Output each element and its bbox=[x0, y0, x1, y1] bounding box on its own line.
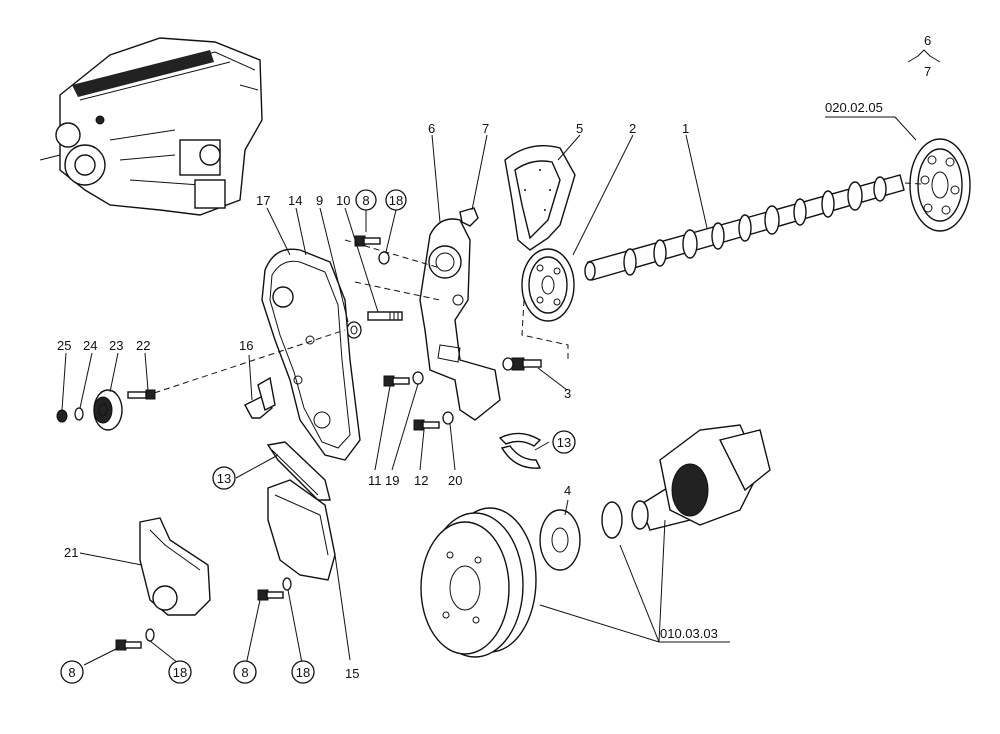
bolt-lower-mid[interactable] bbox=[257, 589, 284, 601]
callout-7: 7 bbox=[482, 121, 489, 136]
callout-6: 6 bbox=[428, 121, 435, 136]
callout-2: 2 bbox=[629, 121, 636, 136]
page-indicator-bottom: 7 bbox=[924, 64, 931, 79]
washer-top[interactable] bbox=[378, 251, 390, 265]
leader-lines bbox=[61, 116, 917, 666]
ref-crankshaft-group: 010.03.03 bbox=[660, 626, 718, 641]
bolt-top[interactable] bbox=[354, 235, 381, 247]
callout-8-bottom-left: 8 bbox=[68, 665, 75, 680]
circle-18-bottom-left bbox=[168, 660, 192, 684]
crankshaft-pulley[interactable] bbox=[420, 507, 537, 658]
crankshaft-sprocket[interactable] bbox=[539, 509, 581, 571]
callout-11: 11 bbox=[368, 473, 382, 488]
page-indicator: 6 7 bbox=[907, 33, 941, 79]
washer-lower-mid[interactable] bbox=[282, 577, 292, 591]
callout-13-left: 13 bbox=[217, 471, 231, 486]
timing-belt[interactable] bbox=[504, 145, 576, 251]
bolt-lower-left[interactable] bbox=[115, 639, 142, 651]
callout-12: 12 bbox=[414, 473, 428, 488]
bolt-12[interactable] bbox=[413, 419, 440, 431]
camshaft-sprocket[interactable] bbox=[521, 248, 575, 322]
front-timing-cover[interactable] bbox=[261, 248, 361, 461]
callout-8-bottom-mid: 8 bbox=[241, 665, 248, 680]
sprocket-bolt[interactable] bbox=[502, 357, 542, 371]
pulley-nut[interactable] bbox=[56, 409, 68, 423]
circle-13-right bbox=[552, 430, 576, 454]
callout-18-bottom-left: 18 bbox=[173, 665, 187, 680]
pulley-washer[interactable] bbox=[74, 407, 84, 421]
circle-18-bottom-mid bbox=[291, 660, 315, 684]
callout-labels: 1 2 3 4 5 6 7 9 10 11 12 14 15 16 17 19 … bbox=[57, 100, 883, 681]
callout-3: 3 bbox=[564, 386, 571, 401]
crankshaft[interactable] bbox=[631, 424, 771, 531]
callout-19: 19 bbox=[385, 473, 399, 488]
callout-22: 22 bbox=[136, 338, 150, 353]
circle-18-top bbox=[385, 189, 407, 211]
callout-4: 4 bbox=[564, 483, 571, 498]
crank-flange[interactable] bbox=[601, 501, 623, 539]
callout-18-top: 18 bbox=[389, 193, 403, 208]
spacer-nut[interactable] bbox=[346, 321, 362, 339]
circle-8-top bbox=[355, 189, 377, 211]
callout-9: 9 bbox=[316, 193, 323, 208]
seal-strip[interactable] bbox=[266, 441, 331, 501]
callout-14: 14 bbox=[288, 193, 302, 208]
page-indicator-top: 6 bbox=[924, 33, 931, 48]
callout-1: 1 bbox=[682, 121, 689, 136]
stud[interactable] bbox=[367, 311, 403, 321]
callout-20: 20 bbox=[448, 473, 462, 488]
rear-cam-gear[interactable] bbox=[909, 138, 971, 232]
callout-13-right: 13 bbox=[557, 435, 571, 450]
callout-8-top: 8 bbox=[362, 193, 369, 208]
tensioner-bolt[interactable] bbox=[127, 389, 156, 400]
tensioner-pulley[interactable] bbox=[93, 389, 123, 431]
rear-timing-cover[interactable] bbox=[419, 218, 501, 421]
retaining-clip[interactable] bbox=[459, 207, 479, 227]
callout-25: 25 bbox=[57, 338, 71, 353]
engine-overview-illustration bbox=[39, 37, 263, 216]
callout-5: 5 bbox=[576, 121, 583, 136]
callout-23: 23 bbox=[109, 338, 123, 353]
washer-lower-left[interactable] bbox=[145, 628, 155, 642]
washer-19[interactable] bbox=[412, 371, 424, 385]
callout-16: 16 bbox=[239, 338, 253, 353]
circled-callouts: 8 18 13 13 8 18 8 18 bbox=[60, 189, 576, 684]
callout-21: 21 bbox=[64, 545, 78, 560]
ref-camshaft-group: 020.02.05 bbox=[825, 100, 883, 115]
bolt-11[interactable] bbox=[383, 375, 410, 387]
callout-18-bottom-mid: 18 bbox=[296, 665, 310, 680]
lower-front-cover[interactable] bbox=[267, 479, 336, 581]
callout-15: 15 bbox=[345, 666, 359, 681]
circle-8-bottom-left bbox=[60, 660, 84, 684]
camshaft[interactable] bbox=[584, 174, 905, 281]
lower-timing-cover[interactable] bbox=[139, 517, 211, 616]
callout-24: 24 bbox=[83, 338, 97, 353]
circle-13-left bbox=[212, 466, 236, 490]
tensioner-bracket[interactable] bbox=[244, 376, 276, 419]
callout-17: 17 bbox=[256, 193, 270, 208]
seal-ring[interactable] bbox=[498, 432, 542, 469]
circle-8-bottom-mid bbox=[233, 660, 257, 684]
washer-20[interactable] bbox=[442, 411, 454, 425]
callout-10: 10 bbox=[336, 193, 350, 208]
